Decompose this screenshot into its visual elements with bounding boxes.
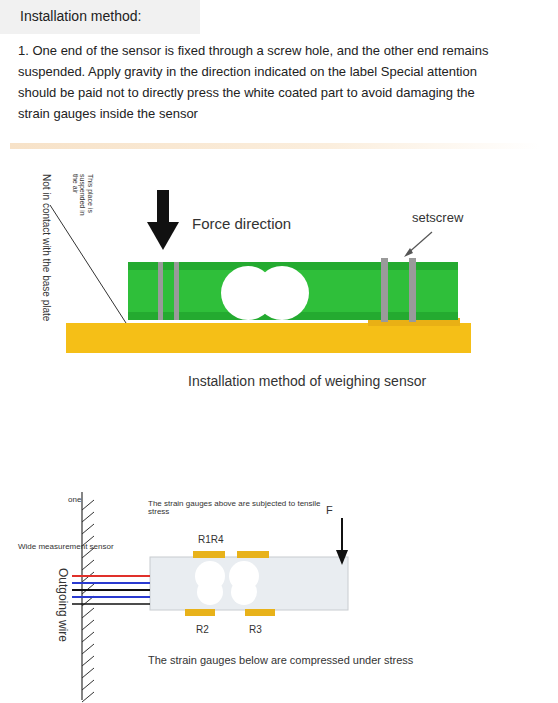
wire — [72, 603, 150, 605]
strain-gauge — [245, 609, 275, 616]
heading: Installation method: — [20, 8, 141, 25]
gauge-label: R2 — [196, 624, 209, 636]
hole — [231, 579, 257, 605]
hatch-stroke — [82, 500, 94, 510]
wire — [72, 589, 150, 591]
force-arrow — [147, 222, 179, 250]
note-text: one — [68, 495, 81, 505]
groove — [174, 262, 179, 320]
hatch-stroke — [82, 620, 94, 630]
force-label: F — [326, 504, 333, 517]
force-label: Force direction — [192, 215, 291, 233]
gauge-label: R3 — [249, 624, 262, 636]
part-label: Outgoing wire — [56, 568, 70, 642]
hatch-stroke — [82, 656, 94, 666]
wall-hatch — [82, 500, 94, 702]
hatch-stroke — [82, 644, 94, 654]
hatch-stroke — [82, 668, 94, 678]
beam — [150, 557, 348, 610]
strain-gauge — [185, 609, 215, 616]
hatch-stroke — [82, 512, 94, 522]
setscrew — [381, 258, 388, 322]
hole — [197, 579, 223, 605]
note-text: This place is suspended in the air — [71, 174, 94, 218]
groove — [158, 262, 163, 320]
load-cell — [128, 262, 458, 320]
hatch-stroke — [82, 632, 94, 642]
leader-arrow — [404, 248, 413, 257]
hatch-stroke — [82, 692, 94, 702]
note-text: The strain gauges above are subjected to… — [148, 500, 323, 516]
hatch-stroke — [82, 680, 94, 690]
hatch-stroke — [82, 560, 94, 570]
part-label: Wide measurement sensor — [18, 542, 118, 552]
wire — [72, 575, 150, 577]
heading-band — [0, 0, 200, 34]
wire — [72, 582, 150, 584]
note-text: The strain gauges below are compressed u… — [148, 654, 413, 667]
force-arrow — [341, 518, 343, 552]
base-plate — [66, 323, 471, 353]
divider-band — [10, 143, 540, 149]
caption: Installation method of weighing sensor — [188, 373, 426, 390]
hole — [255, 266, 309, 320]
instruction-text: 1. One end of the sensor is fixed throug… — [18, 40, 498, 124]
force-arrow — [336, 550, 348, 565]
hatch-stroke — [82, 608, 94, 618]
leader-line — [50, 205, 126, 323]
part-label: setscrew — [412, 210, 463, 226]
hatch-stroke — [82, 524, 94, 534]
wire — [72, 596, 150, 598]
note-text: Not in contact with the base plate — [40, 174, 52, 321]
gauge-label: R1R4 — [198, 534, 224, 546]
setscrew — [409, 258, 416, 322]
strain-gauge — [237, 551, 269, 558]
strain-gauge — [193, 551, 225, 558]
force-arrow — [157, 190, 169, 224]
